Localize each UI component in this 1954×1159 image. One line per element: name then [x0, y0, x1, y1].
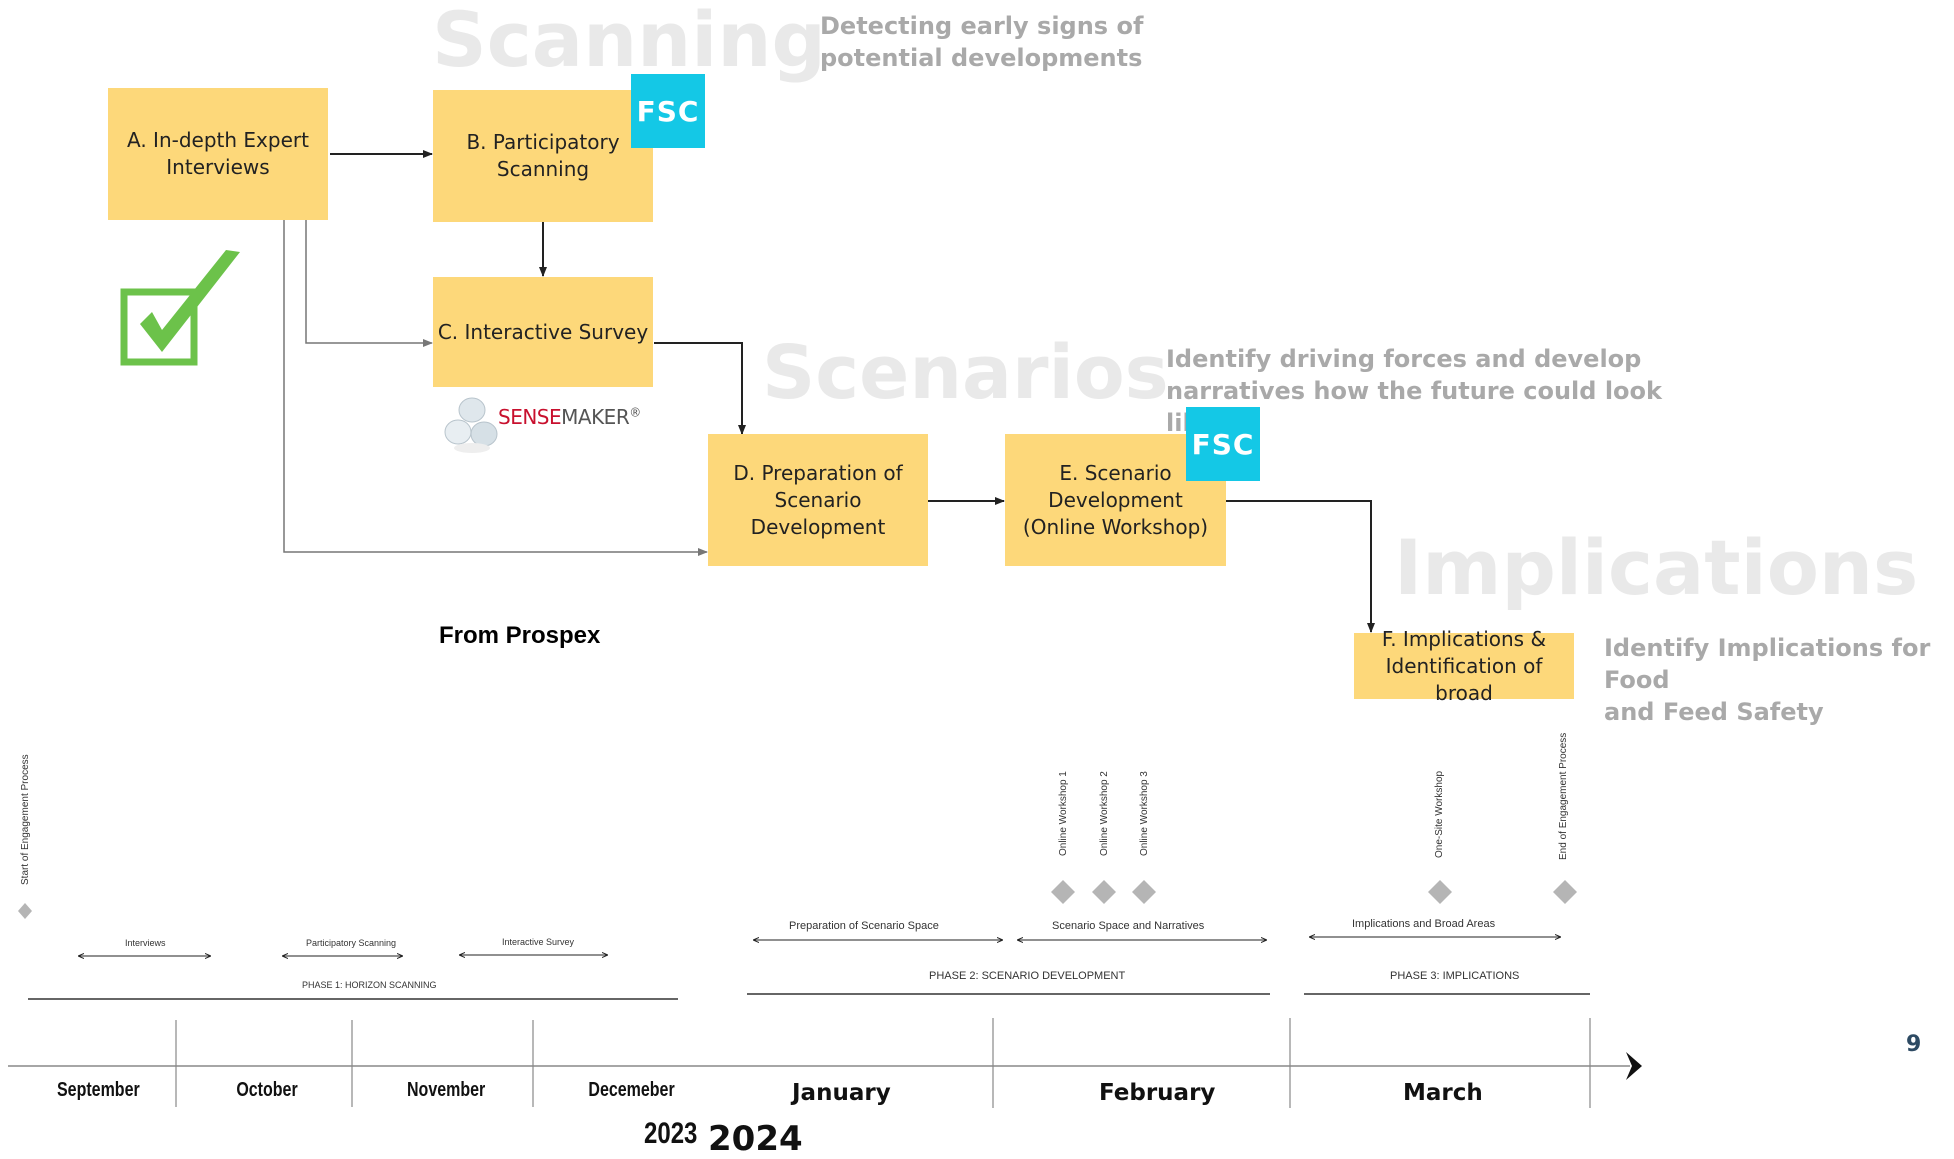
activity-implications-areas: Implications and Broad Areas: [1352, 918, 1496, 930]
fsc-badge-b: FSC: [631, 74, 705, 148]
sensemaker-logo-icon: [444, 397, 498, 453]
milestone-one-site-workshop: [1428, 880, 1452, 904]
step-d-label: D. Preparation of Scenario Development: [733, 460, 903, 539]
arrow-e-to-f: [1226, 500, 1375, 633]
milestone-label-1: Online Workshop 1: [1058, 771, 1069, 856]
year-2024: 2024: [708, 1119, 803, 1159]
arrow-a-to-c: [305, 220, 433, 347]
timeline-2023-lines: [8, 903, 700, 1107]
phase1-label: PHASE 1: HORIZON SCANNING: [302, 980, 437, 990]
year-2023: 2023: [644, 1117, 698, 1150]
activity-prep-scenario-space: Preparation of Scenario Space: [789, 920, 939, 932]
timeline-2024-lines: [700, 880, 1642, 1108]
page-number: 9: [1906, 1032, 1922, 1057]
phase2-label: PHASE 2: SCENARIO DEVELOPMENT: [929, 970, 1126, 982]
step-d-box: D. Preparation of Scenario Development: [708, 434, 928, 566]
milestone-online-workshop-1: [1051, 880, 1075, 904]
phase-desc-implications: Identify Implications for Food and Feed …: [1604, 632, 1954, 728]
step-f-label: F. Implications & Identification of broa…: [1381, 626, 1547, 705]
source-note: From Prospex: [439, 622, 601, 649]
milestone-label-2: Online Workshop 2: [1099, 771, 1110, 856]
phase-desc-implications-text: Identify Implications for Food and Feed …: [1604, 634, 1931, 726]
step-b-box: B. Participatory Scanning: [433, 90, 653, 222]
phase-desc-scanning-text: Detecting early signs of potential devel…: [820, 12, 1144, 72]
phase3-label: PHASE 3: IMPLICATIONS: [1390, 970, 1520, 982]
fsc-badge-e: FSC: [1186, 407, 1260, 481]
phase-desc-scanning: Detecting early signs of potential devel…: [820, 10, 1180, 74]
month-november: November: [407, 1079, 486, 1101]
milestone-online-workshop-3: [1132, 880, 1156, 904]
phase-title-scenarios: Scenarios: [762, 330, 1169, 416]
axis-arrow-icon: [1626, 1052, 1642, 1080]
activity-interviews: Interviews: [125, 938, 166, 948]
activity-interactive-survey: Interactive Survey: [502, 937, 575, 947]
phase-desc-scenarios-text: Identify driving forces and develop narr…: [1166, 345, 1662, 437]
month-decemeber: Decemeber: [588, 1079, 675, 1101]
sensemaker-logo: SENSEMAKER®: [498, 405, 641, 429]
phase-desc-scenarios: Identify driving forces and develop narr…: [1166, 343, 1686, 439]
month-january: January: [792, 1080, 891, 1106]
month-september: September: [57, 1079, 140, 1101]
sensemaker-mark: ®: [629, 405, 641, 420]
milestone-online-workshop-2: [1092, 880, 1116, 904]
step-a-label: A. In-depth Expert Interviews: [127, 128, 309, 179]
milestone-label-4: One-Site Workshop: [1434, 770, 1445, 858]
arrow-a-to-d: [283, 220, 708, 556]
step-a-box: A. In-depth Expert Interviews: [108, 88, 328, 220]
milestone-end-of-engagement: [1553, 880, 1577, 904]
arrow-c-to-d: [654, 342, 746, 435]
step-f-box: F. Implications & Identification of broa…: [1354, 627, 1574, 705]
step-e-label: E. Scenario Development (Online Workshop…: [1022, 460, 1209, 539]
activity-participatory-scanning: Participatory Scanning: [306, 938, 397, 948]
start-marker-diamond: [18, 903, 32, 919]
flow-connectors: [283, 150, 1375, 633]
milestone-label-5: End of Engagement Process: [1558, 732, 1569, 860]
sensemaker-part1: SENSE: [498, 405, 562, 429]
month-february: February: [1099, 1080, 1216, 1106]
phase-title-implications: Implications: [1394, 523, 1919, 612]
sensemaker-part2: MAKER: [561, 405, 630, 429]
step-c-box: C. Interactive Survey: [433, 277, 653, 387]
month-october: October: [236, 1079, 298, 1101]
step-c-label: C. Interactive Survey: [437, 319, 649, 344]
step-b-label: B. Participatory Scanning: [466, 130, 620, 181]
phase-title-scanning: Scanning: [432, 0, 826, 84]
start-marker-label: Start of Engagement Process: [20, 754, 31, 885]
month-march: March: [1403, 1080, 1483, 1106]
activity-scenario-narratives: Scenario Space and Narratives: [1052, 920, 1205, 932]
milestone-label-3: Online Workshop 3: [1139, 771, 1150, 856]
checkmark-icon: [120, 250, 240, 366]
